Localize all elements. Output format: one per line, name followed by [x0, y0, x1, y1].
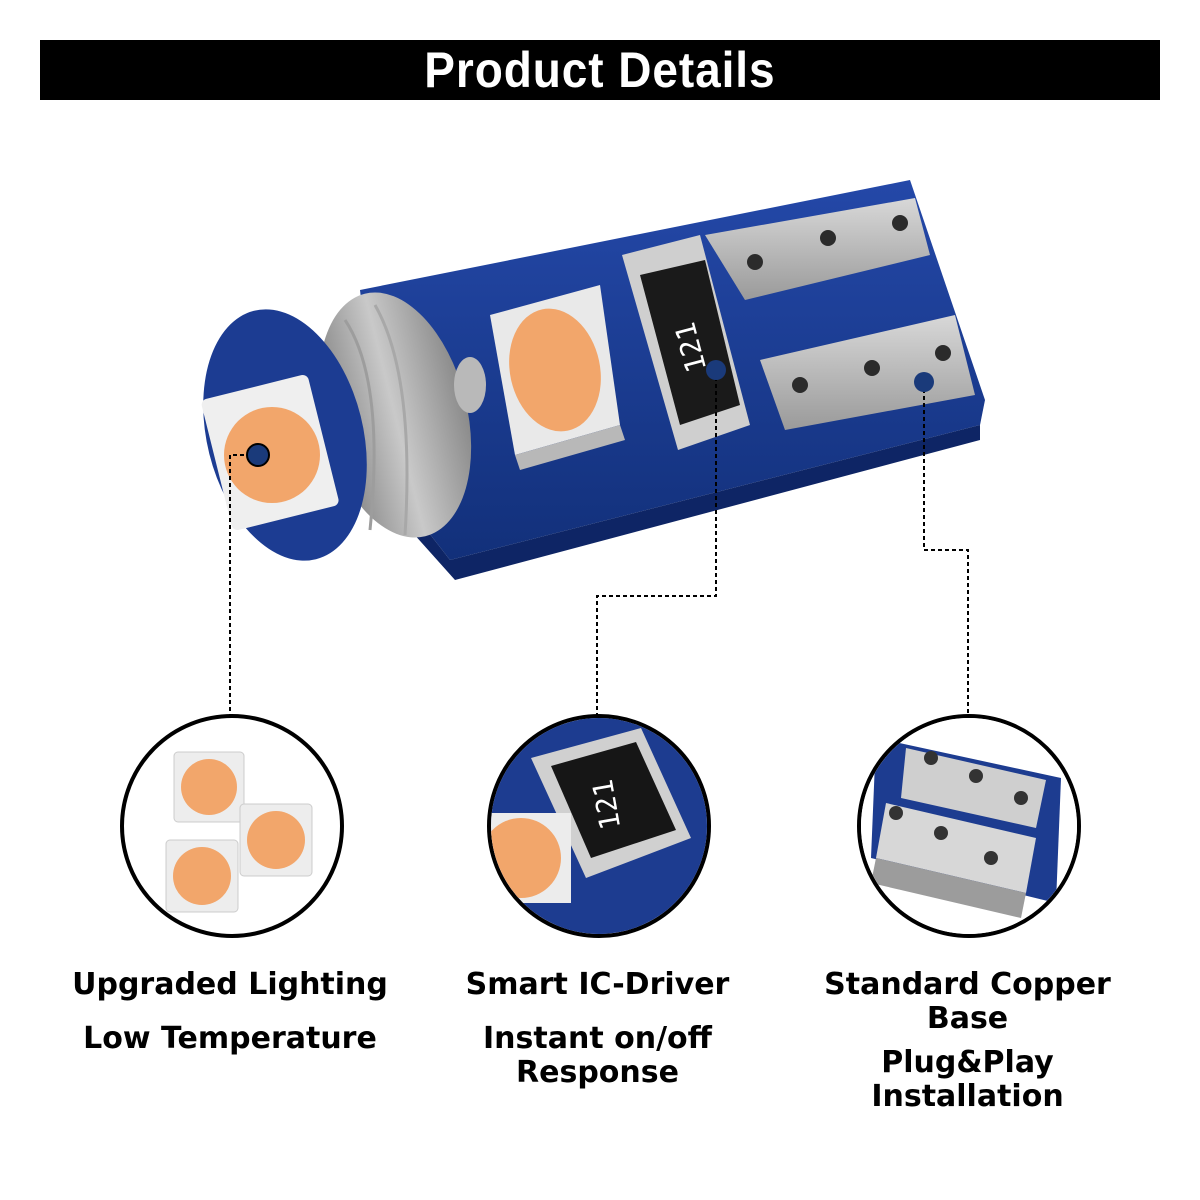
side-led-chip [490, 285, 625, 470]
title-banner: Product Details [40, 40, 1160, 100]
feature-caption-copper: Standard Copper Base Plug&Play Installat… [780, 968, 1155, 1114]
led-bulb-illustration: 121 [201, 180, 985, 715]
feature-title: Standard Copper Base [824, 967, 1111, 1036]
feature-subtitle: Plug&Play Installation [871, 1045, 1064, 1114]
led-chip-icon [239, 803, 313, 877]
marker-resistor [706, 360, 726, 380]
page-title: Product Details [424, 42, 776, 98]
detail-circle-copper-base [857, 714, 1081, 938]
marker-contacts [914, 372, 934, 392]
feature-title: Upgraded Lighting [72, 967, 388, 1002]
copper-contacts [705, 198, 975, 430]
feature-caption-lighting: Upgraded Lighting Low Temperature [40, 968, 420, 1056]
feature-title: Smart IC-Driver [465, 967, 730, 1002]
detail-circle-led-chips [120, 714, 344, 938]
feature-subtitle: Low Temperature [83, 1021, 377, 1056]
feature-caption-driver: Smart IC-Driver Instant on/off Response [410, 968, 785, 1090]
resistor: 121 [622, 235, 750, 450]
detail-circle-ic-driver: 121 [487, 714, 711, 938]
marker-led [246, 443, 270, 467]
feature-subtitle: Instant on/off Response [483, 1021, 712, 1090]
led-chip-icon [165, 839, 239, 913]
led-chip-icon [173, 751, 245, 823]
end-cap [201, 309, 367, 561]
